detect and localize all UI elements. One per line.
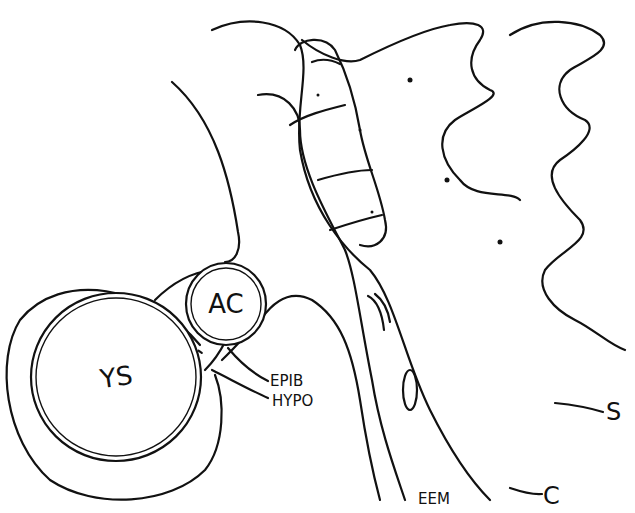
somite-divider [312,60,340,64]
body-band [212,22,490,500]
cell-dot [498,240,503,245]
node-label: AC [208,289,243,319]
body-band [258,94,405,500]
cell-dot [371,211,374,214]
somite-divider [290,105,345,125]
wavy-outline [510,22,625,350]
chorion-wall [172,82,239,262]
text-wrap: YS [30,292,202,462]
node-label: YS [98,360,134,394]
part-label: S [606,398,621,426]
cell-dot [445,178,450,183]
vessel [375,294,390,322]
circle-outline [186,263,266,345]
inner-outline [36,298,196,456]
somite-divider [330,215,382,230]
leader-line [212,370,268,398]
vessel [403,370,417,410]
leader-line [228,348,268,381]
part-label: EEM [418,490,450,508]
somite-divider [318,170,372,180]
somite-column [295,40,386,246]
part-label: HYPO [272,392,313,410]
germ-disc [205,342,225,370]
sac-circle: AC [185,262,267,346]
text-wrap: AC [185,262,267,346]
leader-line [555,403,603,412]
circle-outline [31,293,201,461]
sac-circle: YS [30,292,202,462]
cell-dot [359,129,362,132]
cell-dot [408,78,413,83]
inner-outline [191,268,261,340]
cell-dot [317,94,320,97]
leader-line [510,488,542,494]
part-label: C [543,482,560,510]
part-label: EPIB [270,372,303,390]
